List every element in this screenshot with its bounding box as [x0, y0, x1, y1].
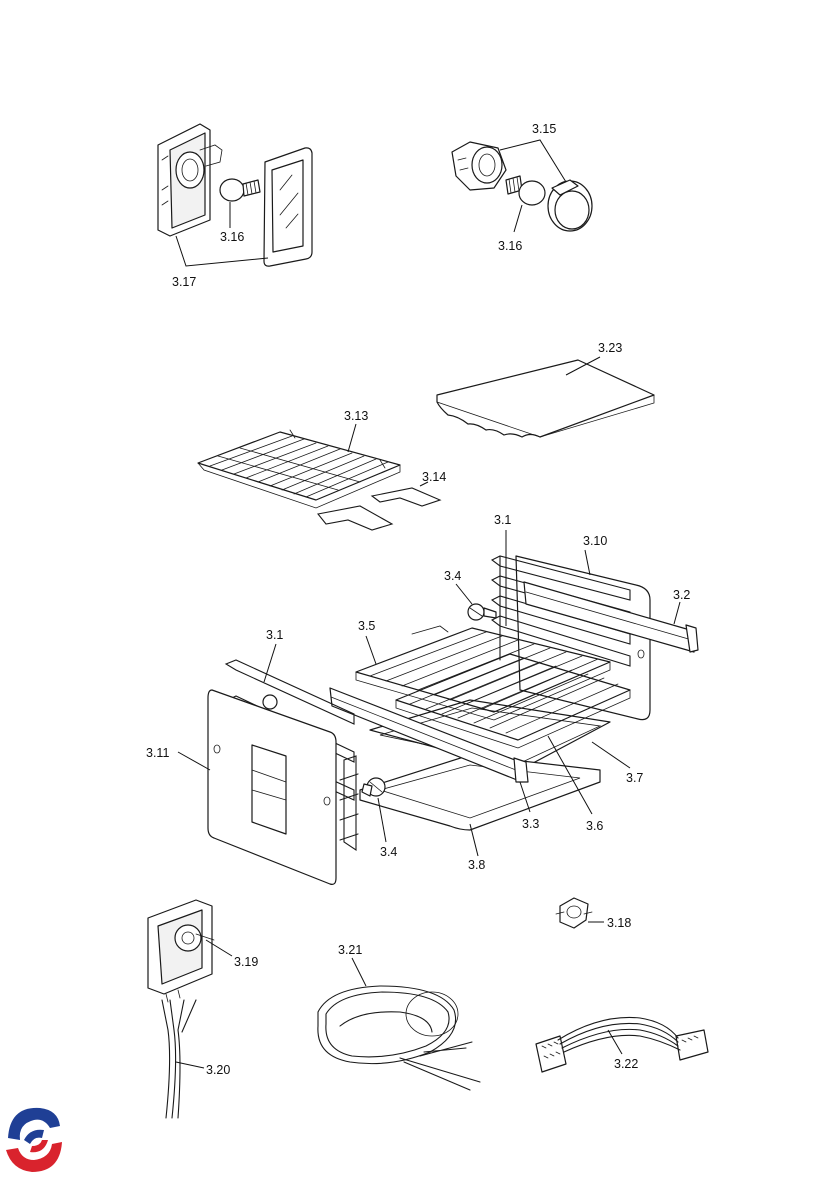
leader-3-7: [591, 741, 631, 769]
leader-3-10: [584, 549, 591, 576]
part-3-15-lamp-socket: [451, 141, 507, 191]
label-3-13: 3.13: [344, 409, 368, 423]
part-3-19-switch-unit: [147, 899, 215, 1003]
part-3-20-power-cable: [161, 999, 197, 1119]
label-3-19: 3.19: [234, 955, 258, 969]
leader-3-14: [419, 481, 429, 487]
part-3-16-bulb-b: [505, 175, 546, 206]
leader-3-4-bottom: [377, 797, 387, 843]
part-3-8-enamel-tray: [359, 754, 601, 831]
part-3-5-oven-shelf: [355, 625, 611, 721]
label-3-2: 3.2: [673, 588, 690, 602]
label-3-16-b: 3.16: [498, 239, 522, 253]
leader-3-19: [205, 939, 233, 957]
label-3-10: 3.10: [583, 534, 607, 548]
leader-3-13: [347, 423, 357, 453]
label-3-21: 3.21: [338, 943, 362, 957]
label-3-18: 3.18: [607, 916, 631, 930]
label-3-22: 3.22: [614, 1057, 638, 1071]
leader-3-17: [175, 235, 269, 267]
label-3-1-left: 3.1: [266, 628, 283, 642]
part-3-15-glass-cover: [547, 179, 593, 232]
label-3-14: 3.14: [422, 470, 446, 484]
logo-red-arc: [6, 1142, 62, 1172]
leader-3-21: [351, 957, 367, 987]
leader-3-2: [673, 601, 681, 625]
label-3-20: 3.20: [206, 1063, 230, 1077]
brand-logo-icon: [6, 1107, 62, 1172]
label-3-6: 3.6: [586, 819, 603, 833]
part-3-3-front-rail: [329, 687, 529, 783]
leader-3-16-b: [513, 204, 523, 233]
label-3-1-right: 3.1: [494, 513, 511, 527]
part-3-13-wire-rack: [197, 429, 401, 509]
label-3-17: 3.17: [172, 275, 196, 289]
label-3-4-top: 3.4: [444, 569, 461, 583]
label-3-8: 3.8: [468, 858, 485, 872]
label-3-4-bottom: 3.4: [380, 845, 397, 859]
part-3-18-clip: [555, 897, 593, 929]
part-3-14-rack-clips: [317, 487, 442, 531]
part-3-16-bulb-a: [219, 178, 261, 202]
part-3-4-screw-top: [467, 603, 497, 621]
leader-3-3: [519, 781, 531, 813]
leader-3-23: [565, 356, 601, 376]
logo-blue-stroke: [24, 1129, 44, 1144]
leader-3-8: [469, 823, 479, 857]
part-3-4-screw-bottom: [361, 777, 386, 797]
part-3-21-heating-element: [317, 985, 481, 1091]
logo-blue-arc: [8, 1107, 60, 1140]
part-3-6-oven-shelf: [395, 653, 631, 749]
part-3-2-top-rail: [523, 581, 699, 653]
label-3-5: 3.5: [358, 619, 375, 633]
label-3-23: 3.23: [598, 341, 622, 355]
part-3-11-side-panel: [207, 689, 337, 885]
part-3-23-baking-tray: [436, 359, 655, 438]
label-3-15: 3.15: [532, 122, 556, 136]
leader-3-20: [175, 1061, 205, 1069]
leader-3-15: [499, 139, 567, 183]
leader-3-11: [177, 751, 211, 771]
label-3-16-a: 3.16: [220, 230, 244, 244]
leader-3-5: [365, 635, 377, 665]
leader-3-22: [607, 1029, 623, 1055]
label-3-3: 3.3: [522, 817, 539, 831]
label-3-7: 3.7: [626, 771, 643, 785]
logo-red-stroke: [30, 1140, 48, 1153]
leader-3-1-left: [263, 643, 277, 683]
leader-3-4-top: [455, 583, 473, 605]
label-3-11: 3.11: [146, 746, 169, 760]
part-3-1-right-side-runner: [490, 555, 631, 667]
part-3-17-lamp-housing: [157, 123, 313, 267]
leader-3-6: [547, 735, 593, 815]
part-3-22-wiring-harness: [535, 1016, 709, 1073]
